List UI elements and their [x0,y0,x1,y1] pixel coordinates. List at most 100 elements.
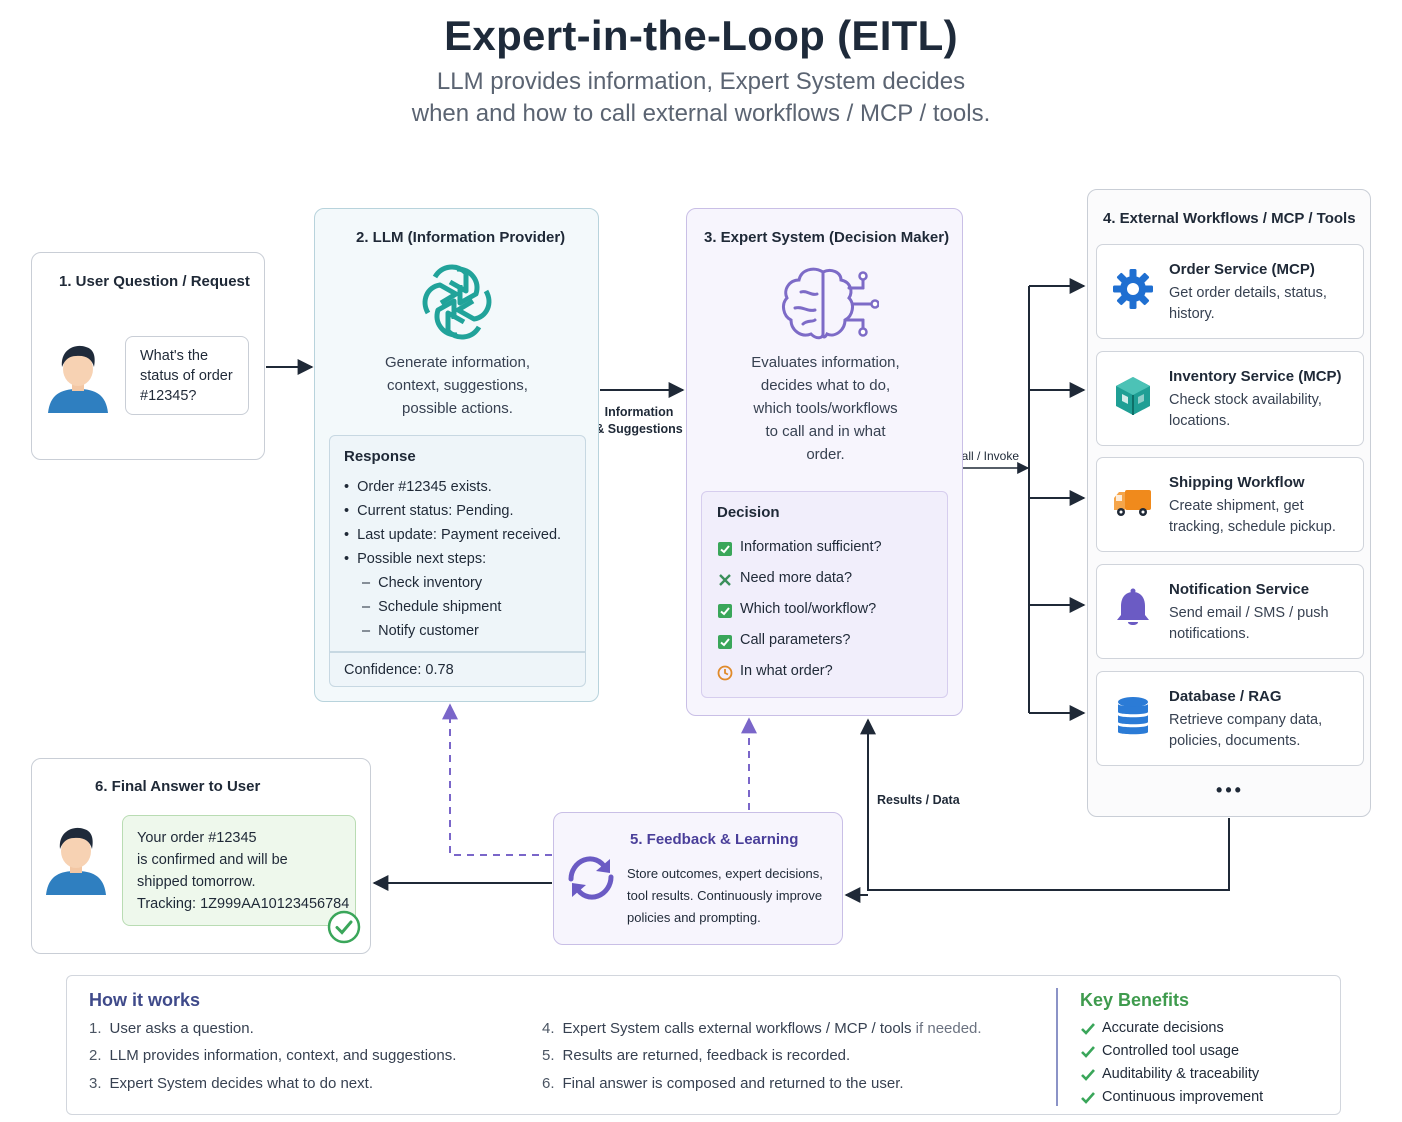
box-icon [1116,377,1150,415]
brain-circuit-icon [782,267,879,340]
response-bullet: • Current status: Pending. [344,503,514,519]
check-icon [1081,1023,1095,1035]
question-line: status of order [140,368,233,384]
user-request-title: 1. User Question / Request [59,273,250,290]
how-it-works-title: How it works [89,990,201,1010]
feedback-title: 5. Feedback & Learning [630,831,799,848]
benefit-item: Controlled tool usage [1102,1043,1240,1059]
final-answer-title: 6. Final Answer to User [95,778,261,795]
service-description: Check stock availability, locations. [1169,392,1322,429]
answer-line: shipped tomorrow. [137,874,256,890]
decision-item: Need more data? [740,570,853,586]
page-title: Expert-in-the-Loop (EITL) [444,12,958,59]
response-sub-item: – Check inventory [362,575,483,591]
check-icon [1081,1092,1095,1104]
final-answer-bubble: Your order #12345 is confirmed and will … [122,815,356,926]
answer-line: is confirmed and will be [137,852,288,868]
decision-item: Information sufficient? [740,539,882,555]
response-sub-item: – Schedule shipment [362,599,502,615]
feedback-card: 5. Feedback & Learning Store outcomes, e… [553,812,843,945]
llm-response-panel: Response • Order #12345 exists. • Curren… [329,435,586,687]
service-description: Create shipment, get tracking, schedule … [1169,498,1336,535]
cross-icon [719,574,731,586]
benefit-item: Continuous improvement [1102,1089,1264,1105]
info-suggestions-label: Information & Suggestions [595,405,683,436]
how-step: 3.Expert System decides what to do next. [89,1075,373,1092]
response-divider [330,651,585,653]
truck-icon [1114,490,1151,516]
gear-icon [1113,269,1153,309]
external-title: 4. External Workflows / MCP / Tools [1103,210,1356,227]
summary-panel: How it works 1.User asks a question. 2.L… [66,975,1341,1115]
benefit-item: Auditability & traceability [1102,1066,1260,1082]
service-description: Send email / SMS / push notifications. [1169,605,1329,642]
decision-title: Decision [717,504,780,521]
final-answer-card: 6. Final Answer to User Your order #1234… [31,758,371,954]
clock-icon [717,665,733,681]
summary-divider [1056,988,1058,1106]
service-order[interactable]: Order Service (MCP) Get order details, s… [1096,244,1364,339]
external-tools-card: 4. External Workflows / MCP / Tools Orde… [1087,189,1371,817]
expert-system-card: 3. Expert System (Decision Maker) Evalua… [686,208,963,716]
service-notification[interactable]: Notification Service Send email / SMS / … [1096,564,1364,659]
question-line: #12345? [140,388,197,404]
check-box-icon [718,542,732,556]
expert-title: 3. Expert System (Decision Maker) [704,229,950,246]
service-name: Notification Service [1169,581,1310,598]
llm-title: 2. LLM (Information Provider) [356,229,566,246]
decision-panel: Decision Information sufficient? Need mo… [701,491,948,698]
service-name: Shipping Workflow [1169,474,1305,491]
refresh-cycle-icon [568,856,614,900]
check-icon [1081,1069,1095,1081]
service-name: Database / RAG [1169,688,1282,705]
decision-item: Which tool/workflow? [740,601,877,617]
how-step: 6.Final answer is composed and returned … [542,1075,904,1092]
success-check-icon [327,910,361,944]
check-box-icon [718,604,732,618]
response-title: Response [344,448,416,465]
expert-description: Evaluates information, decides what to d… [751,354,900,463]
key-benefits-title: Key Benefits [1080,990,1190,1010]
how-step: 4.Expert System calls external workflows… [542,1020,982,1037]
user-avatar-icon [46,827,106,895]
response-bullet: • Order #12345 exists. [344,479,492,495]
service-description: Get order details, status, history. [1169,285,1327,322]
service-name: Inventory Service (MCP) [1169,368,1342,385]
check-icon [1081,1046,1095,1058]
dashed-feedback-to-llm [442,703,552,856]
service-inventory[interactable]: Inventory Service (MCP) Check stock avai… [1096,351,1364,446]
response-bullet: • Possible next steps: [344,551,487,567]
user-question-bubble: What's the status of order #12345? [125,336,249,415]
check-box-icon [718,635,732,649]
confidence-value: Confidence: 0.78 [344,662,454,678]
question-line: What's the [140,348,209,364]
how-step: 5.Results are returned, feedback is reco… [542,1047,851,1064]
benefit-item: Accurate decisions [1102,1020,1224,1036]
openai-logo-icon [422,264,492,340]
user-request-card: 1. User Question / Request What's the st… [31,252,265,460]
more-services-ellipsis[interactable]: ••• [1216,780,1244,800]
decision-item: In what order? [740,663,833,679]
results-data-label: Results / Data [877,793,960,807]
llm-description: Generate information, context, suggestio… [384,354,531,417]
how-step: 1.User asks a question. [89,1020,254,1037]
page-subtitle-line-1: LLM provides information, Expert System … [436,68,966,95]
how-step: 2.LLM provides information, context, and… [89,1047,457,1064]
user-avatar-icon [48,345,108,413]
response-sub-item: – Notify customer [362,623,479,639]
service-name: Order Service (MCP) [1169,261,1315,278]
arrow-tools-results [860,718,1230,891]
service-description: Retrieve company data, policies, documen… [1169,712,1323,749]
database-icon [1118,697,1148,735]
response-bullet: • Last update: Payment received. [344,527,562,543]
answer-line: Your order #12345 [137,830,257,846]
service-database[interactable]: Database / RAG Retrieve company data, po… [1096,671,1364,766]
llm-card: 2. LLM (Information Provider) Generate i… [314,208,599,702]
feedback-description: Store outcomes, expert decisions, tool r… [627,866,823,925]
decision-item: Call parameters? [740,632,851,648]
answer-line: Tracking: 1Z999AA10123456784 [137,896,350,912]
page-subtitle-line-2: when and how to call external workflows … [411,100,991,127]
bell-icon [1117,588,1149,625]
call-invoke-label: Call / Invoke [953,449,1020,463]
service-shipping[interactable]: Shipping Workflow Create shipment, get t… [1096,457,1364,552]
